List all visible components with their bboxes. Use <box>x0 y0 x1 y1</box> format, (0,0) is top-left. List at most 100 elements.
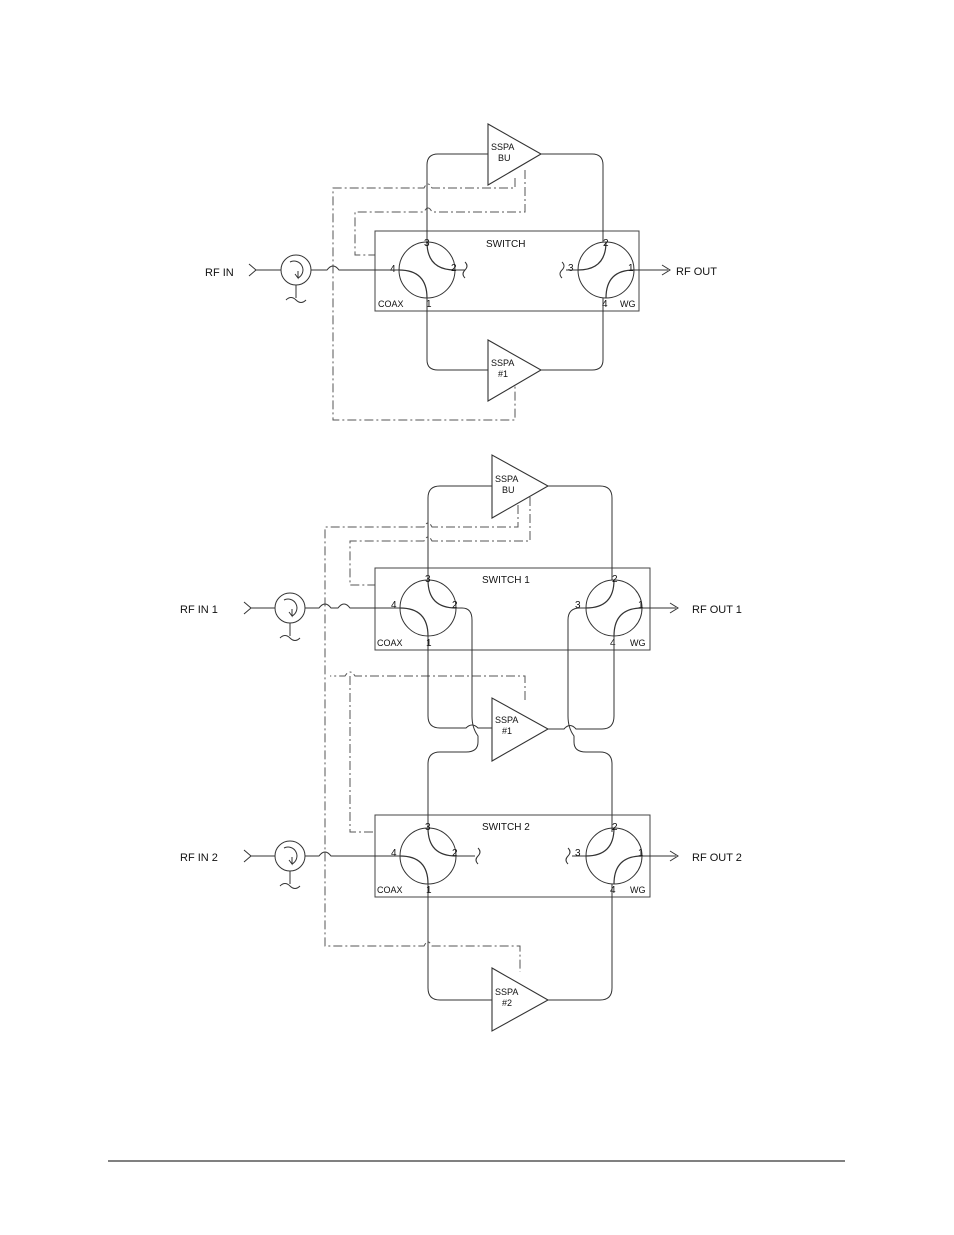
coax-termination <box>455 261 468 279</box>
s2-wg-port-3: 3 <box>575 848 581 859</box>
s2-coax-termination <box>456 847 481 865</box>
wg-switch-rotor <box>577 241 635 299</box>
switch1-coax-path-4-1 <box>399 607 429 637</box>
isolator-circle <box>280 254 312 286</box>
isolator-1-arrow-icon <box>283 598 298 618</box>
sspa-2-text-1: SSPA <box>495 987 518 997</box>
wg-path-3-2 <box>577 241 607 271</box>
wire-s1wg3-to-s2wg2 <box>567 607 613 832</box>
wire-isolator2-to-switch2 <box>305 851 400 857</box>
s1-port-1: 1 <box>426 638 432 649</box>
s2-wg-port-4: 4 <box>610 885 616 896</box>
s2-port-3: 3 <box>425 822 431 833</box>
wire-port1-to-amp1 <box>426 298 488 371</box>
isolator-2-circle <box>274 840 306 872</box>
sspa-1-amplifier-b <box>491 697 550 762</box>
sspa-2-text-2: #2 <box>502 998 512 1008</box>
sspa-bu-text-2: BU <box>498 153 511 163</box>
wire-s1p2-to-s2p3 <box>427 607 479 832</box>
sspa-bu-amplifier-b <box>491 454 550 519</box>
sspa-bu-b-text-1: SSPA <box>495 474 518 484</box>
s2-port-4: 4 <box>391 848 397 859</box>
sspa-bu-amplifier <box>487 123 543 186</box>
sspa-bu-b-text-2: BU <box>502 485 515 495</box>
coax-path-3-2 <box>426 241 456 271</box>
wg-port-4-label: 4 <box>602 299 608 310</box>
s1-port-4: 4 <box>391 600 397 611</box>
switch2-coax-rotor <box>399 827 457 885</box>
sspa-1-text-1: SSPA <box>491 358 514 368</box>
sspa-1-b-text-1: SSPA <box>495 715 518 725</box>
diagram-top: SWITCH COAX WG 3 4 2 1 2 3 1 4 SSPA BU S… <box>205 123 717 421</box>
switch1-box <box>374 567 651 651</box>
diagram-bottom: SWITCH 1 COAX WG 3 4 2 1 2 3 1 4 SSPA BU… <box>180 454 742 1032</box>
wire-isolator-to-switch <box>311 265 399 271</box>
s2-port-1: 1 <box>426 885 432 896</box>
rf-in-1-label: RF IN 1 <box>180 604 218 616</box>
rf-in-1-connector <box>243 601 275 615</box>
port-2-label: 2 <box>451 263 457 274</box>
port-1-label: 1 <box>426 299 432 310</box>
isolator-1-load <box>279 623 301 641</box>
isolator-2-load <box>279 871 301 889</box>
sspa-1-b-text-2: #1 <box>502 726 512 736</box>
wg-port-2-label: 2 <box>603 238 609 249</box>
switch2-label: SWITCH 2 <box>482 822 530 833</box>
rf-out-2-label: RF OUT 2 <box>692 852 742 864</box>
switch1-wg-path-4-1 <box>613 607 643 637</box>
isolator-load <box>285 285 307 303</box>
wg-label: WG <box>620 299 636 309</box>
port-3-label: 3 <box>424 238 430 249</box>
control-line-bu-outer <box>332 178 516 421</box>
sspa-bu-text-1: SSPA <box>491 142 514 152</box>
wire-s1wg4-to-amp1 <box>590 636 615 730</box>
wg-termination <box>559 261 578 279</box>
s1-port-2: 2 <box>452 600 458 611</box>
rf-in-2-connector <box>243 849 275 863</box>
s1-wg-port-4: 4 <box>610 638 616 649</box>
rf-out-1-arrow <box>642 602 679 614</box>
rf-in-label: RF IN <box>205 267 234 279</box>
s1-wg-port-3: 3 <box>575 600 581 611</box>
switch1-wg-label: WG <box>630 638 646 648</box>
s2-wg-port-2: 2 <box>612 822 618 833</box>
wire-amp1-to-wg4 <box>541 298 604 371</box>
rf-out-1-label: RF OUT 1 <box>692 604 742 616</box>
s2-port-2: 2 <box>452 848 458 859</box>
switch1-coax-label: COAX <box>377 638 403 648</box>
control-line-b <box>324 505 521 972</box>
wire-isolator1-to-switch1 <box>305 603 400 609</box>
sspa-2-amplifier <box>491 967 550 1032</box>
switch1-wg-rotor <box>585 579 643 637</box>
wire-s2p1-to-amp2 <box>427 884 492 1001</box>
switch2-wg-label: WG <box>630 885 646 895</box>
switch2-coax-label: COAX <box>377 885 403 895</box>
wire-port3-to-bu <box>426 153 488 242</box>
switch2-coax-path-3-2 <box>427 827 457 857</box>
wg-port-3-label: 3 <box>568 263 574 274</box>
control-line-d <box>349 676 375 833</box>
switch-box <box>374 230 640 312</box>
coax-path-4-1 <box>398 269 428 299</box>
coax-label: COAX <box>378 299 404 309</box>
s2-wg-port-1: 1 <box>638 848 644 859</box>
switch2-coax-path-4-1 <box>399 855 429 885</box>
switch2-wg-rotor <box>585 827 643 885</box>
s2-wg-termination <box>565 847 586 865</box>
rf-in-connector <box>248 263 281 277</box>
wg-port-1-label: 1 <box>628 263 634 274</box>
isolator-2-arrow-icon <box>283 846 298 866</box>
switch-label: SWITCH <box>486 239 525 250</box>
switch1-coax-path-3-2 <box>427 579 457 609</box>
rf-out-2-arrow <box>642 850 679 862</box>
coax-switch-rotor <box>398 241 456 299</box>
switch1-coax-rotor <box>399 579 457 637</box>
wire-amp2-to-s2wg4 <box>548 884 613 1001</box>
switch1-label: SWITCH 1 <box>482 575 530 586</box>
wire-s1p1-to-amp1 <box>427 636 492 729</box>
control-line-c <box>330 671 526 700</box>
s1-wg-port-2: 2 <box>612 574 618 585</box>
isolator-arrow-icon <box>289 260 304 280</box>
rf-in-2-label: RF IN 2 <box>180 852 218 864</box>
